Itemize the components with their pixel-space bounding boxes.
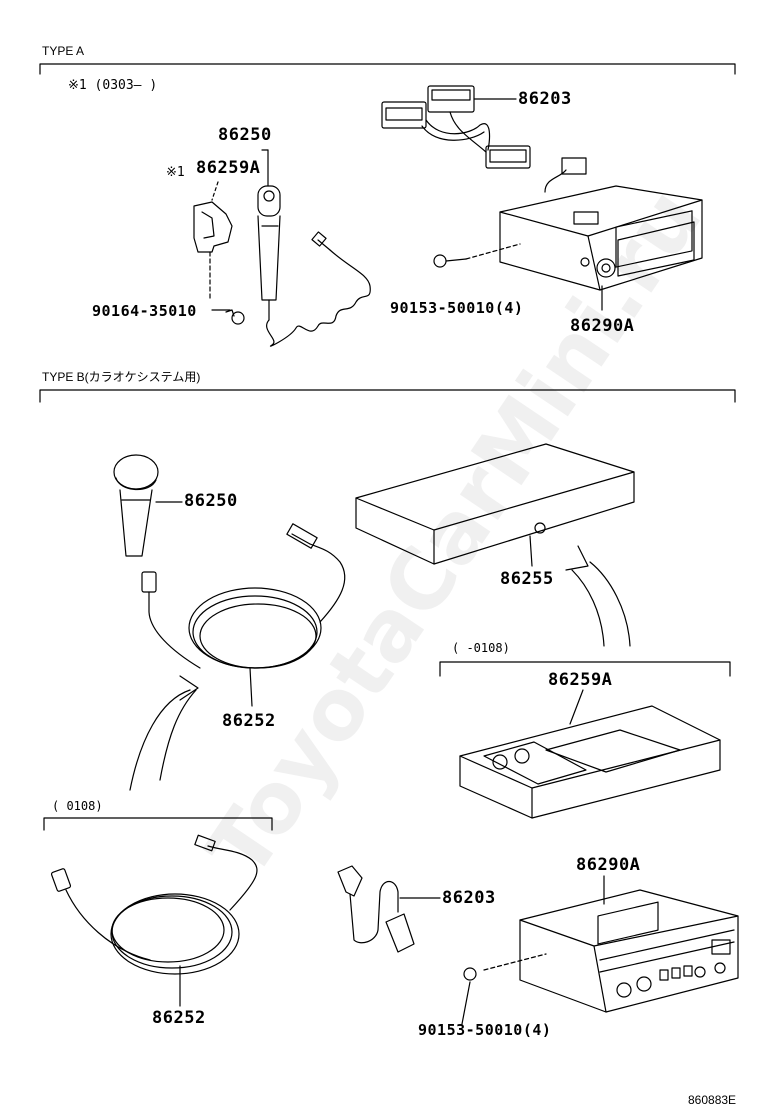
drawing-number: 860883E xyxy=(688,1093,737,1107)
cord-86252-upper xyxy=(141,523,346,707)
part-label-90153-50010-b: 90153-50010(4) xyxy=(418,1021,552,1039)
option-arrows xyxy=(129,545,631,791)
part-label-86250-b: 86250 xyxy=(184,491,238,511)
part-label-86259A-a: 86259A xyxy=(196,158,261,178)
tray-86259A xyxy=(439,661,731,819)
part-label-90164-35010: 90164-35010 xyxy=(92,302,197,320)
star1-marker: ※1 xyxy=(166,165,185,180)
range-note-cord: ( 0108) xyxy=(52,799,103,813)
type-a-note: ※1 (0303— ) xyxy=(68,78,158,93)
type-a-frame xyxy=(39,63,736,75)
microphone-a xyxy=(257,149,371,347)
part-label-86255: 86255 xyxy=(500,569,554,589)
part-label-86203-b: 86203 xyxy=(442,888,496,908)
part-label-86252-lower: 86252 xyxy=(152,1008,206,1028)
type-b-header: TYPE B(カラオケシステム用) xyxy=(42,370,201,384)
wire-harness-a xyxy=(381,85,531,169)
part-label-90153-50010-a: 90153-50010(4) xyxy=(390,299,524,317)
part-label-86259A-b: 86259A xyxy=(548,670,613,690)
part-label-86290A-a: 86290A xyxy=(570,316,635,336)
part-label-86203-a: 86203 xyxy=(518,89,572,109)
cord-86252-lower xyxy=(43,817,273,1007)
controller-b xyxy=(461,875,739,1025)
microphone-b xyxy=(113,454,183,557)
type-a-header: TYPE A xyxy=(42,44,85,58)
type-b-frame xyxy=(39,389,736,403)
mic-holder-a xyxy=(193,181,245,325)
cable-86203-b xyxy=(337,865,441,953)
range-note-cartridge: ( -0108) xyxy=(452,641,510,655)
part-label-86290A-b: 86290A xyxy=(576,855,641,875)
part-label-86250-a: 86250 xyxy=(218,125,272,145)
part-label-86252-upper: 86252 xyxy=(222,711,276,731)
cartridge-86255 xyxy=(355,443,635,567)
controller-a xyxy=(433,157,703,311)
